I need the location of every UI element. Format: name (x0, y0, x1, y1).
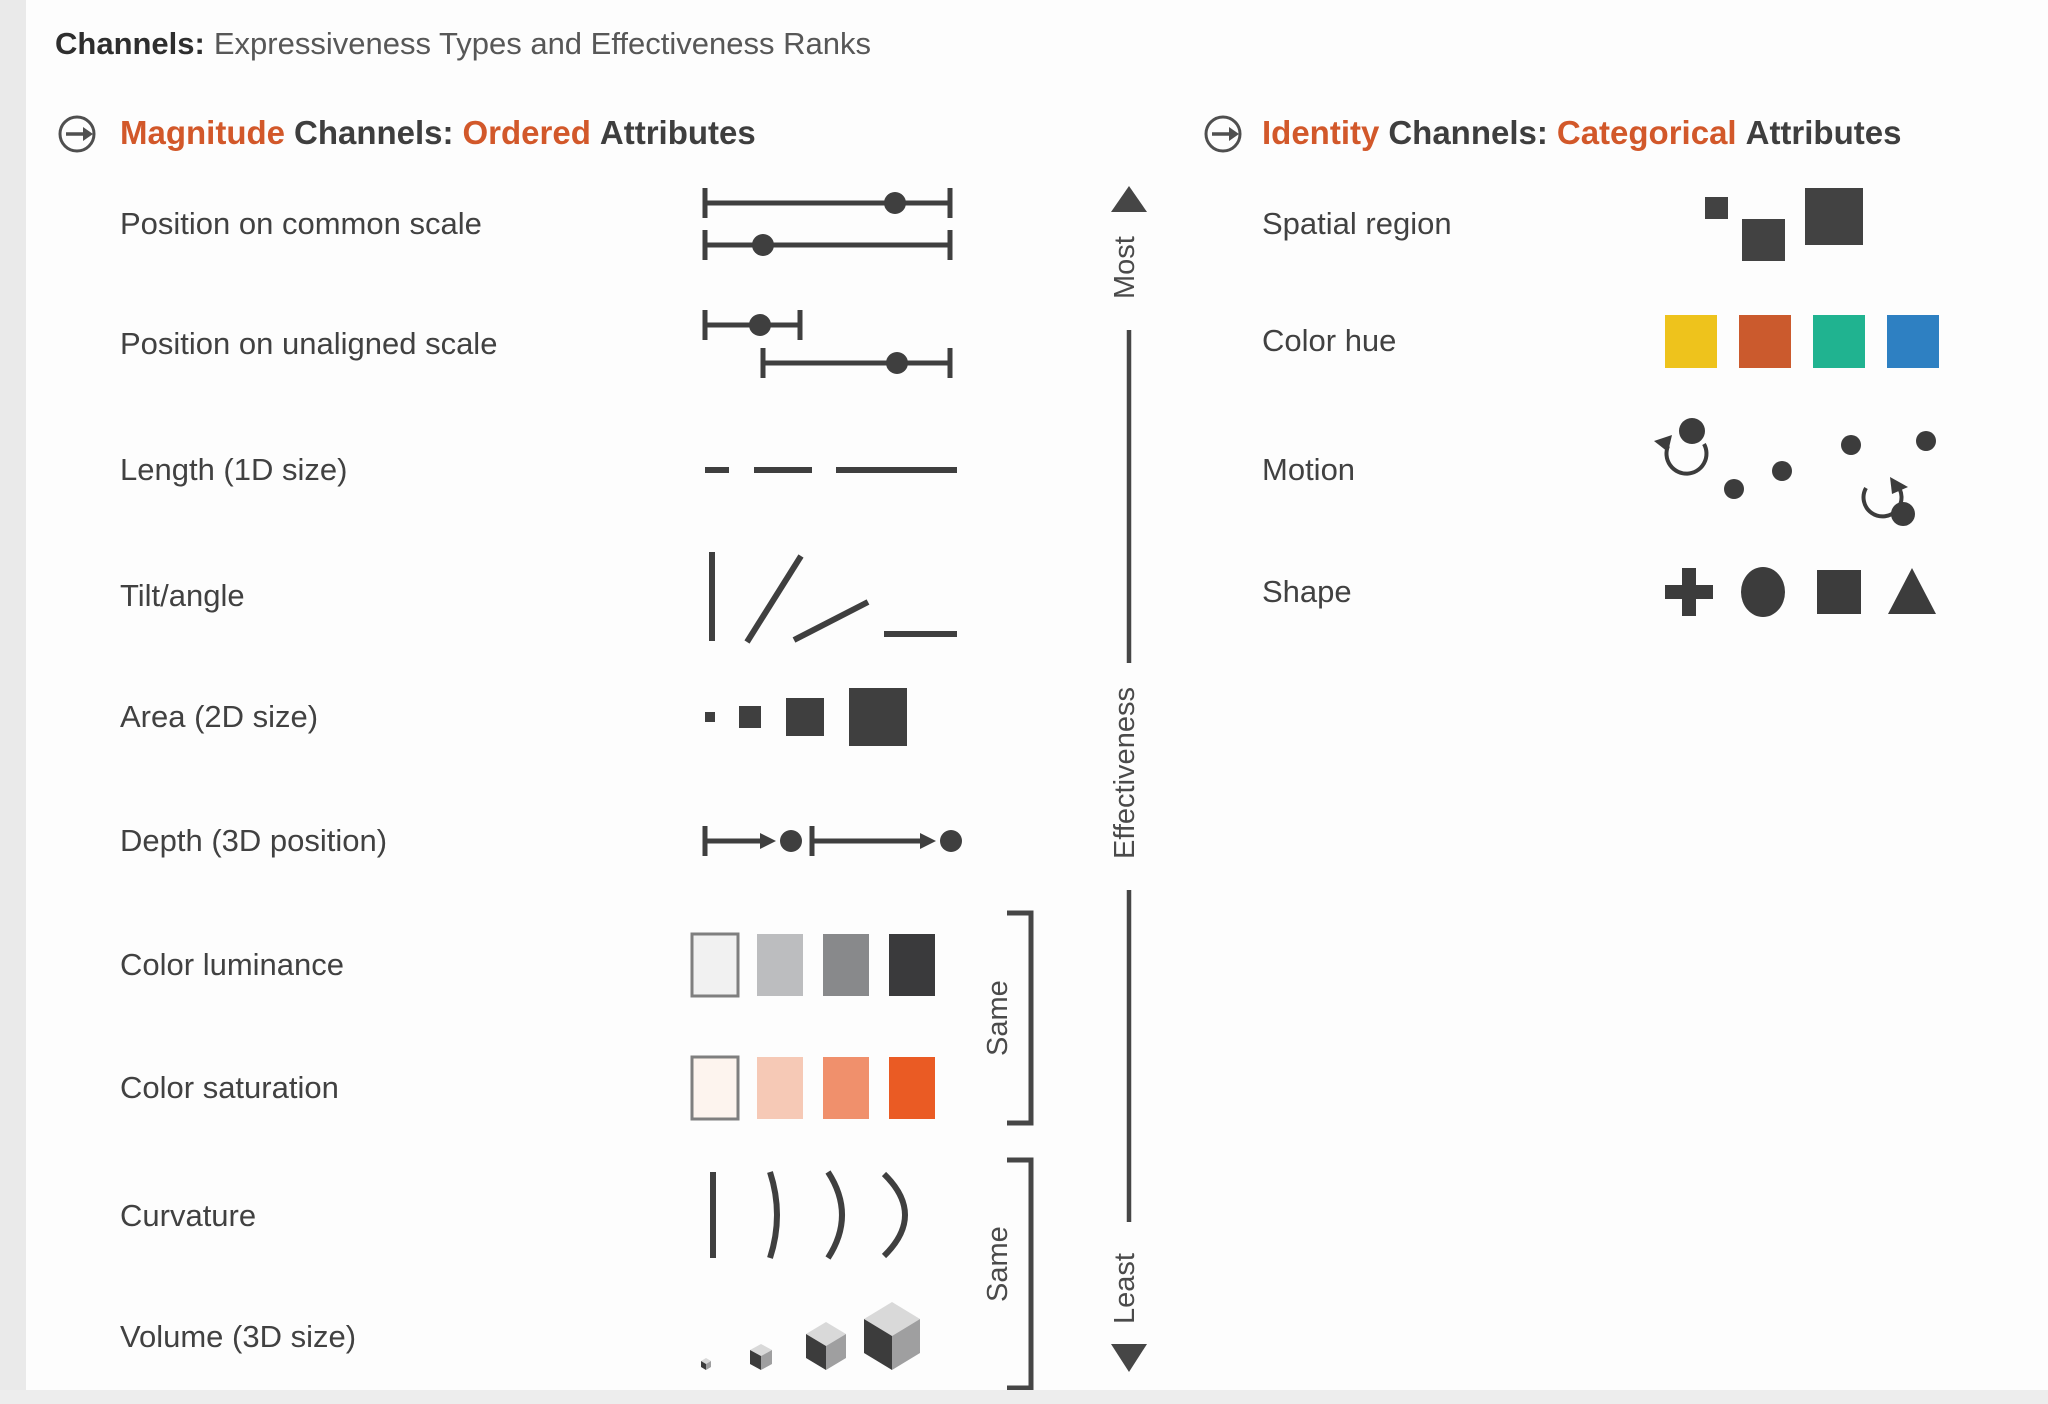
cube-4 (864, 1302, 920, 1370)
axis-arrow-down-icon (1111, 1344, 1147, 1372)
label-length: Length (1D size) (120, 452, 348, 487)
saturation-swatch-2 (757, 1057, 803, 1119)
label-motion: Motion (1262, 452, 1356, 487)
magnitude-arrow-icon (58, 115, 96, 153)
motion-dot-2 (1772, 461, 1792, 481)
glyph-spatial-region (1705, 188, 1863, 261)
page-left-edge (0, 0, 26, 1404)
identity-arrow-icon (1204, 115, 1242, 153)
label-tilt-angle: Tilt/angle (120, 578, 245, 613)
glyph-position-unaligned-scale (702, 310, 953, 378)
magnitude-word: Magnitude (120, 114, 285, 151)
label-color-saturation: Color saturation (120, 1070, 339, 1105)
label-curvature: Curvature (120, 1198, 257, 1233)
saturation-swatch-3 (823, 1057, 869, 1119)
label-color-hue: Color hue (1262, 323, 1397, 358)
identity-channels-word: Channels: (1388, 114, 1548, 151)
label-position-unaligned-scale: Position on unaligned scale (120, 326, 498, 361)
label-volume: Volume (3D size) (120, 1319, 357, 1354)
categorical-word: Categorical (1556, 114, 1737, 151)
label-spatial-region: Spatial region (1262, 206, 1452, 241)
label-shape: Shape (1262, 574, 1352, 609)
glyph-curvature (710, 1170, 908, 1260)
hue-swatch-3 (1813, 315, 1865, 368)
motion-swirl-ccw-icon (1654, 418, 1709, 476)
glyph-depth (702, 826, 962, 856)
luminance-swatch-3 (823, 934, 869, 996)
label-area: Area (2D size) (120, 699, 319, 734)
glyph-motion (1654, 418, 1936, 526)
glyph-volume (701, 1302, 920, 1370)
hue-swatch-2 (1739, 315, 1791, 368)
motion-dot-3 (1841, 435, 1861, 455)
shape-square (1817, 570, 1861, 614)
glyph-color-saturation (690, 1055, 935, 1121)
hue-swatch-1 (1665, 315, 1717, 368)
glyph-tilt-angle (709, 552, 957, 644)
shape-circle (1741, 567, 1785, 617)
ordered-word: Ordered (462, 114, 591, 151)
cube-2 (750, 1344, 772, 1370)
cube-3 (806, 1322, 846, 1370)
label-depth: Depth (3D position) (120, 823, 388, 858)
figure-title-rest: Expressiveness Types and Effectiveness R… (213, 26, 871, 61)
motion-dot-1 (1724, 479, 1744, 499)
saturation-swatch-4 (889, 1057, 935, 1119)
glyph-color-luminance (690, 932, 935, 998)
shape-triangle (1888, 568, 1936, 614)
saturation-swatch-1 (690, 1055, 740, 1121)
luminance-swatch-4 (889, 934, 935, 996)
identity-word: Identity (1262, 114, 1380, 151)
magnitude-attributes-word: Attributes (599, 114, 756, 151)
glyph-area (705, 688, 907, 746)
glyph-position-common-scale (702, 188, 953, 260)
hue-swatch-4 (1887, 315, 1939, 368)
axis-arrow-up-icon (1111, 186, 1147, 212)
figure-title: Channels:Expressiveness Types and Effect… (55, 26, 871, 62)
motion-swirl-cw-icon (1861, 477, 1915, 526)
glyph-shape (1665, 567, 1936, 617)
shape-plus (1665, 568, 1713, 616)
same-bracket-1 (1007, 910, 1034, 1126)
same-bracket-2 (1007, 1157, 1034, 1391)
glyph-color-hue (1665, 315, 1939, 368)
figure-title-keyword: Channels: (55, 26, 205, 61)
identity-attributes-word: Attributes (1745, 114, 1902, 151)
page-bottom-edge (0, 1390, 2048, 1404)
luminance-swatch-2 (757, 934, 803, 996)
label-position-common-scale: Position on common scale (120, 206, 482, 241)
magnitude-channels-word: Channels: (293, 114, 454, 151)
label-color-luminance: Color luminance (120, 947, 344, 982)
effectiveness-axis (1111, 186, 1147, 1372)
motion-dot-4 (1916, 431, 1936, 451)
luminance-swatch-1 (690, 932, 740, 998)
cube-1 (701, 1358, 711, 1370)
